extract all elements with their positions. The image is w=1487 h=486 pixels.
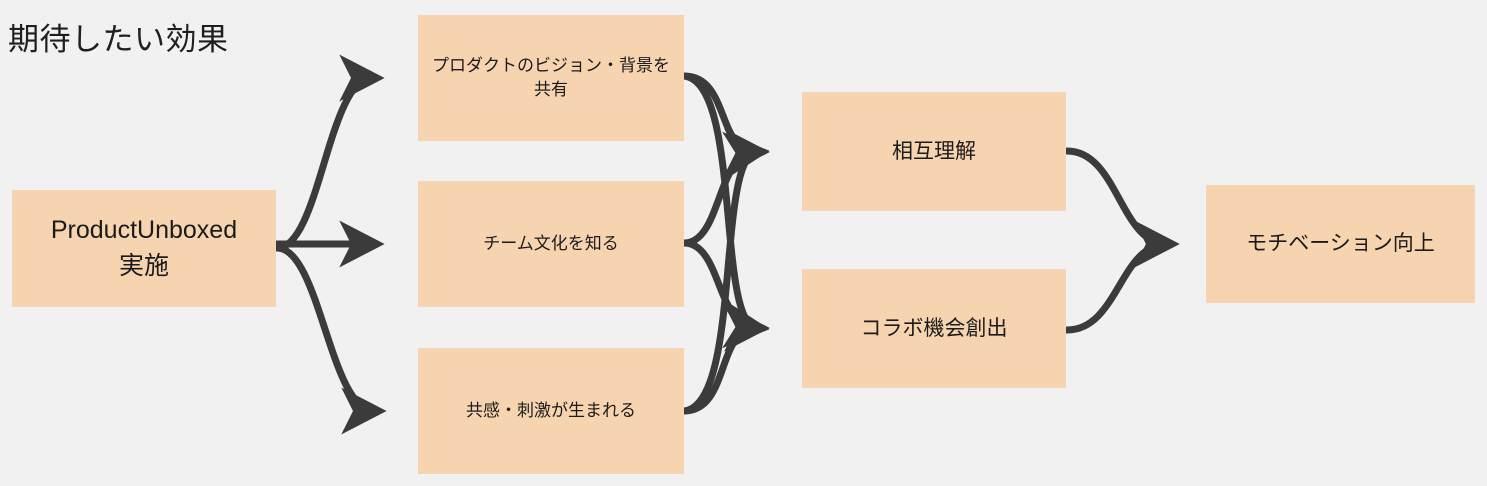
edge-know-team-culture-to-collab-opportunity	[680, 239, 770, 352]
node-label-motivation-up: モチベーション向上	[1246, 232, 1435, 256]
node-label-empathy-stimulus: 共感・刺激が生まれる	[466, 400, 636, 420]
edge-share-vision-to-mutual-understanding	[680, 72, 770, 176]
node-label-share-vision: プロダクトのビジョン・背景を 共有	[432, 55, 670, 99]
node-label-know-team-culture: チーム文化を知る	[483, 233, 619, 253]
edge-know-team-culture-to-mutual-understanding	[680, 128, 770, 247]
edge-empathy-stimulus-to-mutual-understanding	[680, 131, 770, 415]
node-label-mutual-understanding: 相互理解	[892, 139, 976, 163]
edge-share-vision-to-collab-opportunity	[680, 72, 770, 349]
node-product-unboxed[interactable]: ProductUnboxed 実施	[12, 190, 276, 307]
page-title: 期待したい効果	[8, 22, 229, 57]
edge-product-unboxed-to-share-vision	[273, 54, 385, 252]
node-label-product-unboxed: ProductUnboxed 実施	[50, 216, 238, 280]
edge-product-unboxed-to-empathy-stimulus	[273, 244, 387, 435]
node-mutual-understanding[interactable]: 相互理解	[802, 92, 1066, 211]
node-know-team-culture[interactable]: チーム文化を知る	[418, 181, 684, 307]
node-empathy-stimulus[interactable]: 共感・刺激が生まれる	[418, 348, 684, 474]
node-share-vision[interactable]: プロダクトのビジョン・背景を 共有	[418, 15, 684, 141]
node-collab-opportunity[interactable]: コラボ機会創出	[802, 269, 1066, 388]
edge-empathy-stimulus-to-collab-opportunity	[680, 304, 770, 415]
edge-collab-opportunity-to-motivation-up	[1063, 220, 1180, 334]
edge-mutual-understanding-to-motivation-up	[1063, 147, 1180, 268]
node-label-collab-opportunity: コラボ機会創出	[860, 316, 1008, 340]
node-motivation-up[interactable]: モチベーション向上	[1206, 185, 1475, 303]
